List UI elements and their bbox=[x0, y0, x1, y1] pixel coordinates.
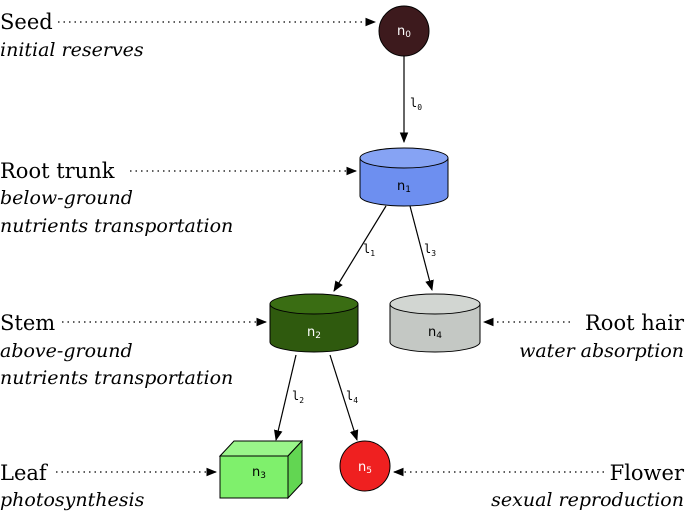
node-n3: n3 bbox=[218, 439, 304, 500]
edges bbox=[274, 56, 434, 442]
node-n1-label: n1 bbox=[397, 179, 411, 195]
leaf-title: Leaf bbox=[0, 461, 49, 485]
edge-label-l1: l1 bbox=[363, 242, 375, 258]
edge-l3 bbox=[409, 205, 434, 292]
node-n0-label: n0 bbox=[397, 24, 411, 40]
seed-title: Seed bbox=[0, 10, 53, 34]
node-n2-label: n2 bbox=[307, 325, 321, 341]
node-n4: n4 bbox=[389, 293, 481, 353]
node-n5-label: n5 bbox=[358, 460, 372, 476]
root-trunk-subtitle-2: nutrients transportation bbox=[0, 215, 233, 237]
stem-subtitle-1: above-ground bbox=[0, 340, 133, 362]
root-trunk-title: Root trunk bbox=[0, 159, 115, 183]
root-hair-title: Root hair bbox=[585, 311, 685, 335]
leaf-subtitle: photosynthesis bbox=[0, 489, 145, 511]
root-trunk-annotation: Root trunk below-ground nutrients transp… bbox=[0, 159, 233, 237]
node-n2: n2 bbox=[269, 293, 359, 353]
seed-subtitle: initial reserves bbox=[0, 39, 144, 61]
edge-l4 bbox=[329, 354, 359, 442]
edge-label-l2: l2 bbox=[292, 389, 304, 405]
stem-subtitle-2: nutrients transportation bbox=[0, 367, 233, 389]
edge-label-l0: l0 bbox=[410, 96, 422, 112]
node-n5: n5 bbox=[339, 440, 391, 492]
edge-l1 bbox=[333, 205, 387, 292]
flower-annotation: Flower sexual reproduction bbox=[491, 461, 685, 511]
node-n4-label: n4 bbox=[428, 325, 442, 341]
edge-l2 bbox=[274, 354, 297, 442]
node-n3-label: n3 bbox=[252, 465, 266, 481]
edge-label-l3: l3 bbox=[424, 242, 436, 258]
edge-labels: l0 l1 l3 l2 l4 bbox=[292, 96, 436, 405]
stem-title: Stem bbox=[0, 311, 55, 335]
leaf-annotation: Leaf photosynthesis bbox=[0, 461, 145, 511]
flower-subtitle: sexual reproduction bbox=[491, 489, 684, 511]
edge-label-l4: l4 bbox=[346, 389, 358, 405]
annotation-arrows bbox=[56, 17, 604, 477]
root-trunk-subtitle-1: below-ground bbox=[0, 187, 133, 209]
flower-title: Flower bbox=[610, 461, 685, 485]
seed-annotation: Seed initial reserves bbox=[0, 10, 144, 61]
node-n0: n0 bbox=[378, 5, 430, 57]
root-hair-subtitle: water absorption bbox=[519, 340, 684, 362]
root-hair-annotation: Root hair water absorption bbox=[519, 311, 685, 362]
node-n1: n1 bbox=[359, 147, 449, 207]
stem-annotation: Stem above-ground nutrients transportati… bbox=[0, 311, 233, 389]
